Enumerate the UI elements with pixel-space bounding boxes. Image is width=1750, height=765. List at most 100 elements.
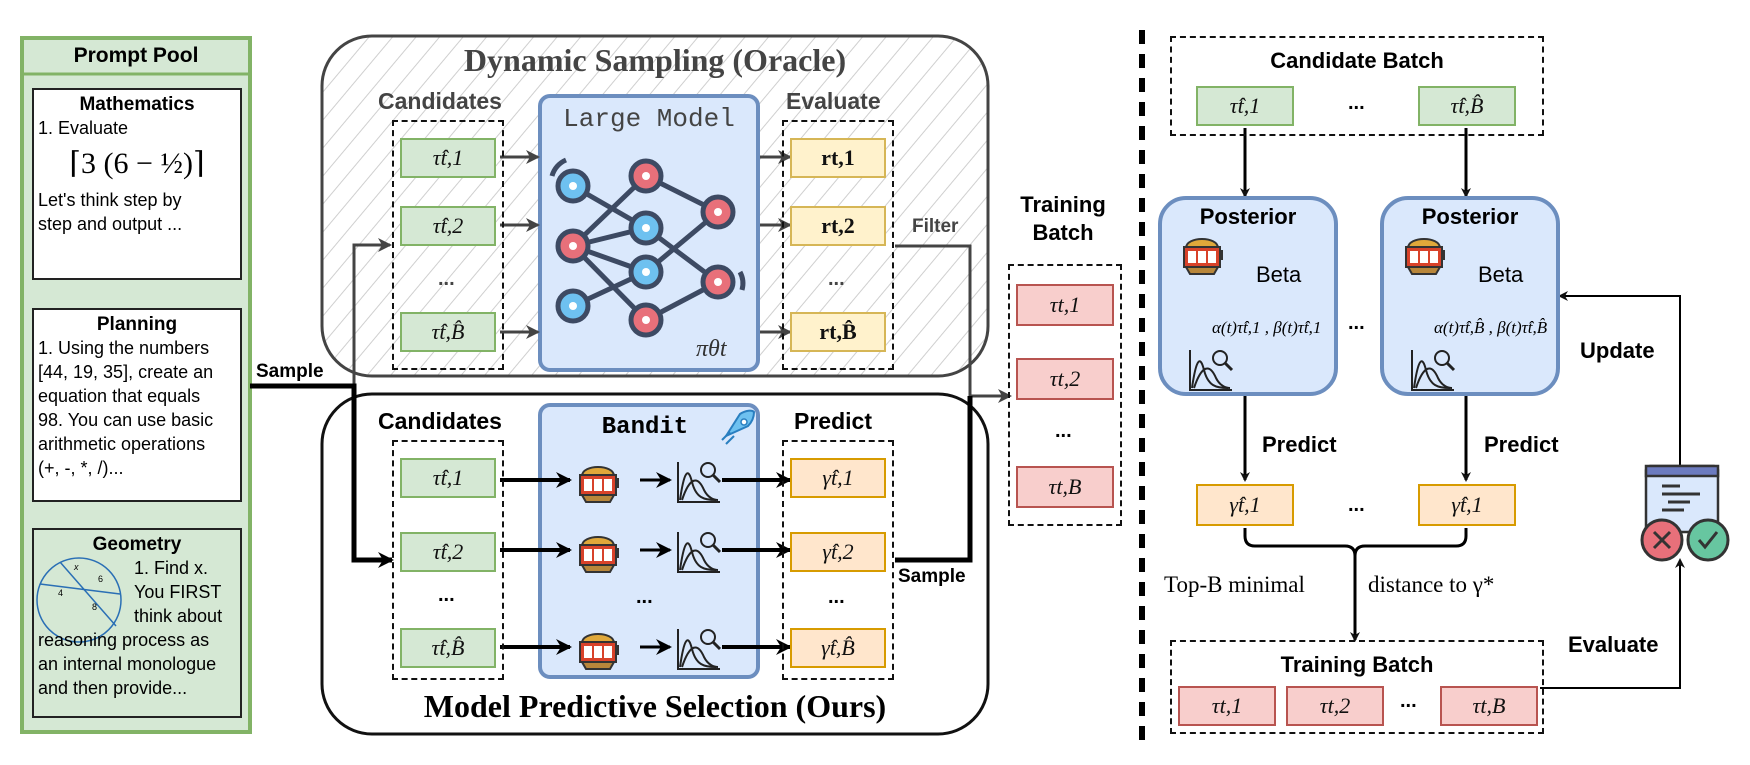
- sample-label-left: Sample: [256, 361, 324, 382]
- card-title: Mathematics: [79, 94, 195, 115]
- large-model-label: Large Model: [563, 104, 735, 134]
- reward-box[interactable]: rt,B̂: [790, 312, 886, 352]
- ellipsis: ...: [828, 268, 845, 290]
- mps-arrows: [250, 383, 973, 655]
- ellipsis: ...: [828, 586, 845, 608]
- geometry-label-8: 8: [92, 602, 98, 612]
- predictions-group: [782, 440, 894, 680]
- reward-box[interactable]: rt,1: [790, 138, 886, 178]
- right-prediction-box[interactable]: γ̂t,1: [1196, 484, 1294, 526]
- beta-label: Beta: [1256, 262, 1302, 287]
- training-item[interactable]: τt,2: [1016, 358, 1114, 400]
- prompt-card-planning[interactable]: Planning 1. Using the numbers [44, 19, 3…: [32, 308, 242, 502]
- prediction-box[interactable]: γ̂t,1: [790, 458, 886, 498]
- posterior-title: Posterior: [1421, 204, 1519, 229]
- update-label: Update: [1580, 338, 1655, 363]
- right-training-item[interactable]: τt,B: [1440, 686, 1538, 726]
- candidate-batch-item[interactable]: τ̂t,1: [1196, 86, 1294, 126]
- prompt-pool-title: Prompt Pool: [73, 44, 199, 67]
- card-title: Geometry: [92, 534, 182, 555]
- oracle-candidate[interactable]: τ̂t,2: [400, 206, 496, 246]
- oracle-candidates-group: [392, 120, 504, 370]
- prompt-card-mathematics[interactable]: Mathematics 1. Evaluate ⌈3 (6 − ½)⌉ Let'…: [32, 88, 242, 280]
- card-text: You FIRST: [134, 582, 222, 602]
- predict-label: Predict: [1484, 432, 1559, 457]
- mps-candidate[interactable]: τ̂t,B̂: [400, 628, 496, 668]
- training-batch-title-2: Batch: [1032, 220, 1094, 245]
- evaluate-label: Evaluate: [786, 88, 881, 114]
- right-panel-arrows: [1203, 128, 1685, 689]
- card-text: arithmetic operations: [38, 434, 206, 454]
- distribution-search-icon: [677, 462, 722, 503]
- slot-machine-icon: [579, 536, 619, 573]
- oracle-candidate[interactable]: τ̂t,B̂: [400, 312, 496, 352]
- mps-candidate[interactable]: τ̂t,1: [400, 458, 496, 498]
- card-title: Planning: [96, 314, 178, 335]
- ellipsis: ...: [438, 268, 455, 290]
- card-text: and then provide...: [38, 678, 188, 698]
- geometry-label-4: 4: [58, 588, 64, 598]
- card-text: reasoning process as: [38, 630, 210, 650]
- geometry-label-x: x: [74, 562, 79, 572]
- slot-machine-icon: [1405, 238, 1445, 275]
- right-training-batch-title: Training Batch: [1280, 652, 1434, 677]
- code-evaluator-icon: [1640, 464, 1730, 562]
- policy-label: πθt: [696, 336, 727, 362]
- posterior-params: α(t)τ̂t,1 , β(t)τ̂t,1: [1212, 318, 1322, 337]
- beta-label: Beta: [1478, 262, 1524, 287]
- mps-candidate[interactable]: τ̂t,2: [400, 532, 496, 572]
- card-text: (+, -, *, /)...: [38, 458, 124, 478]
- neural-network-icon: [549, 157, 746, 338]
- rewards-group: [782, 120, 894, 370]
- ellipsis: ...: [1348, 92, 1365, 114]
- selection-rule-right: distance to γ*: [1368, 572, 1495, 597]
- card-text: 1. Evaluate: [38, 118, 129, 138]
- card-text: think about: [134, 606, 223, 626]
- prediction-box[interactable]: γ̂t,B̂: [790, 628, 886, 668]
- right-prediction-box[interactable]: γ̂t,1: [1418, 484, 1516, 526]
- slot-machine-icon: [579, 633, 619, 670]
- right-training-batch-group: [1170, 640, 1544, 734]
- card-text: [44, 19, 35], create an: [38, 362, 214, 382]
- card-text: 1. Find x.: [134, 558, 209, 578]
- ellipsis: ...: [1348, 312, 1365, 334]
- math-expression: ⌈3 (6 − ½)⌉: [69, 147, 205, 180]
- prompt-card-geometry[interactable]: Geometry 1. Find x. You FIRST think abou…: [32, 528, 242, 718]
- sample-label-right: Sample: [898, 566, 966, 587]
- candidate-batch-group: [1170, 36, 1544, 136]
- candidate-batch-item[interactable]: τ̂t,B̂: [1418, 86, 1516, 126]
- mps-title: Model Predictive Selection (Ours): [423, 688, 887, 724]
- ellipsis: ...: [1055, 420, 1072, 442]
- posterior-title: Posterior: [1199, 204, 1297, 229]
- candidate-batch-title: Candidate Batch: [1270, 48, 1444, 73]
- right-training-item[interactable]: τt,2: [1286, 686, 1384, 726]
- oracle-candidates-label: Candidates: [378, 88, 502, 114]
- card-text: an internal monologue: [38, 654, 217, 674]
- right-training-item[interactable]: τt,1: [1178, 686, 1276, 726]
- selection-rule-left: Top-B minimal: [1164, 572, 1305, 597]
- slot-machine-icon: [1183, 238, 1223, 275]
- mps-predict-label: Predict: [794, 408, 872, 434]
- ellipsis: ...: [636, 586, 653, 608]
- dynamic-sampling-title: Dynamic Sampling (Oracle): [463, 42, 847, 78]
- evaluate-label-right: Evaluate: [1568, 632, 1659, 657]
- training-item[interactable]: τt,B: [1016, 466, 1114, 508]
- bandit-box: [538, 403, 760, 679]
- ellipsis: ...: [1348, 494, 1365, 516]
- mps-candidates-label: Candidates: [378, 408, 502, 434]
- training-item[interactable]: τt,1: [1016, 284, 1114, 326]
- reward-box[interactable]: rt,2: [790, 206, 886, 246]
- prediction-box[interactable]: γ̂t,2: [790, 532, 886, 572]
- slot-machine-icon: [579, 466, 619, 503]
- card-text: 98. You can use basic: [38, 410, 214, 430]
- card-text: Let's think step by: [38, 190, 182, 210]
- ellipsis: ...: [1400, 690, 1417, 712]
- filter-label: Filter: [912, 216, 959, 237]
- posterior-params: α(t)τ̂t,B̂ , β(t)τ̂t,B̂: [1434, 318, 1548, 337]
- oracle-arrows: [352, 150, 1012, 403]
- geometry-label-6: 6: [98, 574, 104, 584]
- oracle-candidate[interactable]: τ̂t,1: [400, 138, 496, 178]
- geometry-figure: [36, 557, 122, 643]
- training-batch-title-1: Training: [1020, 192, 1106, 217]
- card-text: step and output ...: [38, 214, 183, 234]
